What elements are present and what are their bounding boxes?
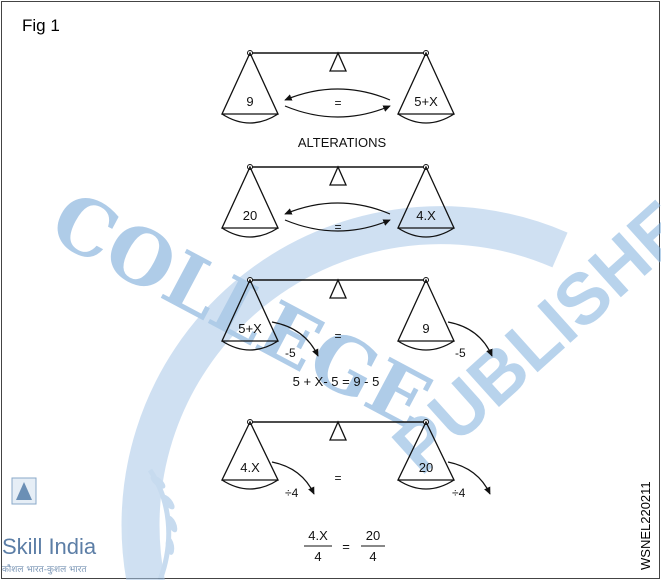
left-pan <box>222 167 278 237</box>
fulcrum <box>330 53 346 71</box>
fulcrum <box>330 280 346 298</box>
logo-subtext: कौशल भारत-कुशल भारत <box>2 563 87 575</box>
figure-code-text: WSNEL220211 <box>638 481 653 570</box>
fraction-left-denominator: 4 <box>314 549 321 564</box>
fraction-equation: 4.X 4 = 20 4 <box>304 528 385 564</box>
center-symbol: = <box>334 96 341 110</box>
fulcrum <box>330 422 346 440</box>
logo-text: Skill India <box>2 534 97 559</box>
right-pan-value: 20 <box>419 460 433 475</box>
alterations-caption: ALTERATIONS <box>298 135 387 150</box>
left-pan-value: 4.X <box>240 460 260 475</box>
right-pan <box>398 280 454 350</box>
right-pan-value: 5+X <box>414 94 438 109</box>
right-operation: ÷4 <box>452 486 466 500</box>
center-symbol: = <box>334 220 341 234</box>
fraction-right-denominator: 4 <box>369 549 376 564</box>
center-symbol: = <box>334 471 341 485</box>
left-pan <box>222 422 278 489</box>
left-pan-value: 5+X <box>238 321 262 336</box>
left-operation: -5 <box>285 346 296 360</box>
right-pan <box>398 53 454 123</box>
left-pan <box>222 53 278 123</box>
right-pan-value: 4.X <box>416 208 436 223</box>
left-operation: ÷4 <box>285 486 299 500</box>
watermark-published-text: PUBLISHED <box>378 151 661 489</box>
equation: 5 + X- 5 = 9 - 5 <box>293 374 380 389</box>
balance-1: 9 5+X = ALTERATIONS <box>222 51 454 151</box>
swap-arrow-top <box>285 203 390 214</box>
skill-india-logo: Skill India कौशल भारत-कुशल भारत <box>2 478 97 575</box>
right-pan-value: 9 <box>422 321 429 336</box>
center-symbol: = <box>334 329 341 343</box>
watermark: COLLEGE PUBLISHED <box>37 151 661 580</box>
fraction-right-numerator: 20 <box>366 528 380 543</box>
fulcrum <box>330 167 346 185</box>
fraction-equals: = <box>342 539 350 554</box>
right-operation: -5 <box>455 346 466 360</box>
left-pan-value: 9 <box>246 94 253 109</box>
figure-code: WSNEL220211 <box>638 470 658 580</box>
figure-label: Fig 1 <box>22 16 60 36</box>
left-pan-value: 20 <box>243 208 257 223</box>
fraction-left-numerator: 4.X <box>308 528 328 543</box>
